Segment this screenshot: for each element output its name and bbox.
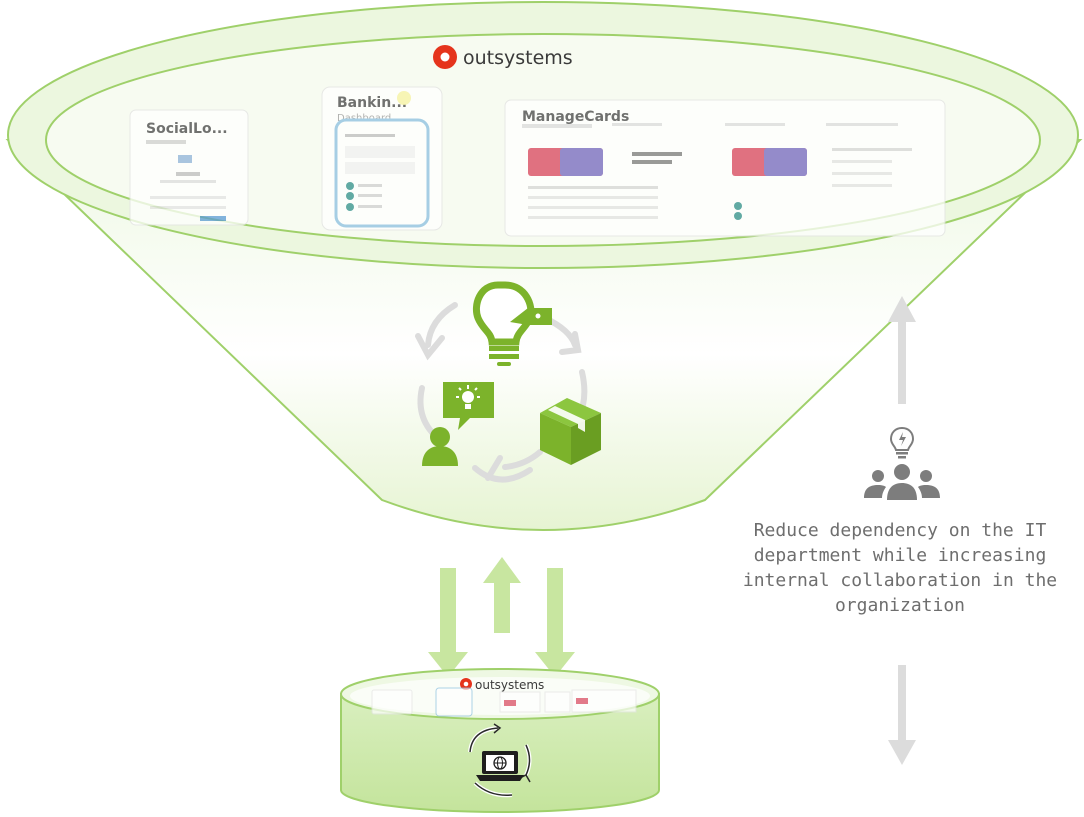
mockup-banking: Bankin... Dashboard bbox=[321, 86, 443, 231]
caption-line-3: internal collaboration in the bbox=[742, 570, 1058, 591]
down-arrow-right bbox=[535, 568, 575, 677]
caption-text: Reduce dependency on the IT department w… bbox=[735, 518, 1065, 618]
app-mockups: SocialLo... Bankin... Dashboard bbox=[129, 86, 946, 237]
mockup-manage-cards: ManageCards bbox=[504, 99, 946, 237]
box-icon bbox=[540, 398, 601, 465]
brand-name-top: outsystems bbox=[463, 47, 573, 69]
exchange-arrows bbox=[428, 557, 575, 677]
outsystems-logo-small: outsystems bbox=[460, 678, 544, 692]
gray-arrow-up bbox=[888, 296, 916, 322]
caption-line-2: department while increasing bbox=[753, 545, 1047, 566]
brand-name-small: outsystems bbox=[475, 678, 544, 692]
mini-mockups bbox=[371, 687, 637, 717]
gray-double-arrow bbox=[888, 296, 916, 765]
mockup-social-title: SocialLo... bbox=[146, 121, 228, 137]
down-arrow-left bbox=[428, 568, 468, 677]
mockup-social-login: SocialLo... bbox=[129, 109, 249, 226]
caption-line-4: organization bbox=[834, 595, 966, 616]
caption-line-1: Reduce dependency on the IT bbox=[753, 520, 1047, 541]
gray-arrow-down bbox=[898, 665, 906, 742]
person-idea-icon bbox=[422, 382, 494, 466]
lightbulb-icon bbox=[472, 281, 535, 366]
up-arrow-center bbox=[483, 557, 521, 633]
team-idea-icon bbox=[864, 426, 940, 500]
mockup-banking-title: Bankin... bbox=[337, 95, 407, 111]
laptop-globe-icon bbox=[468, 723, 532, 798]
outsystems-logo-top: outsystems bbox=[433, 45, 573, 69]
mockup-manage-title: ManageCards bbox=[522, 109, 629, 125]
card-tag-icon bbox=[510, 308, 552, 325]
